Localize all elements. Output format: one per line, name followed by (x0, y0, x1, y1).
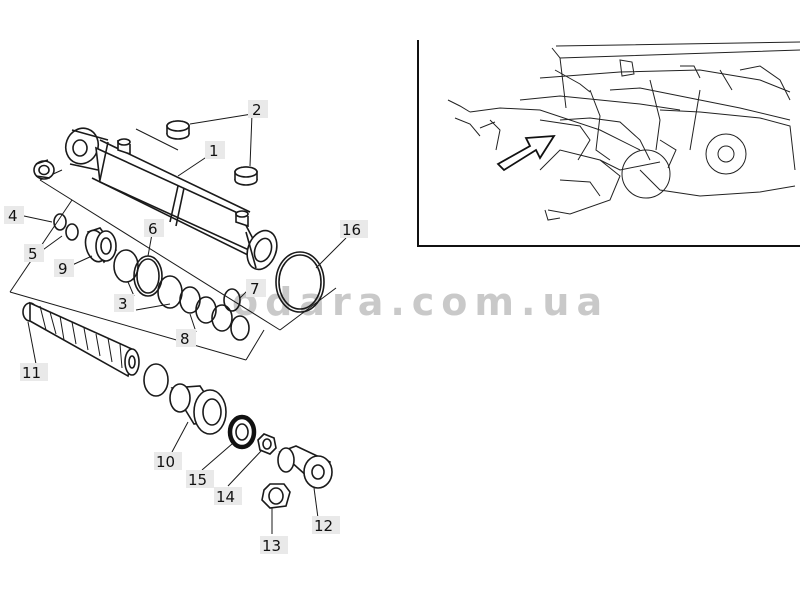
part-8-rings (157, 275, 250, 341)
callout-3: 3 (118, 295, 128, 313)
callout-2: 2 (252, 101, 262, 119)
part-14-nut (257, 433, 277, 455)
callout-9: 9 (58, 260, 68, 278)
callout-4: 4 (8, 207, 18, 225)
callout-16: 16 (342, 221, 361, 239)
location-arrow (496, 134, 556, 172)
part-11-piston-rod (22, 301, 140, 378)
callout-14: 14 (216, 488, 235, 506)
callout-8: 8 (180, 330, 190, 348)
callout-1: 1 (209, 142, 219, 160)
callout-5: 5 (28, 245, 38, 263)
callout-13: 13 (262, 537, 281, 555)
callout-labels: 1 2 3 4 5 6 7 8 9 10 11 12 13 14 15 16 (4, 100, 368, 555)
watermark: odara.com.ua (232, 280, 609, 324)
part-3-ring (113, 249, 139, 283)
part-5-ring (65, 223, 79, 241)
part-10-piston (143, 363, 227, 435)
left-bushing (33, 159, 55, 180)
leader-lines (23, 113, 347, 534)
part-1-cylinder-body (64, 127, 278, 271)
callout-7: 7 (250, 280, 260, 298)
callout-12: 12 (314, 517, 333, 535)
part-12-rod-eye (277, 445, 333, 489)
part-13-bushing (261, 483, 291, 509)
callout-15: 15 (188, 471, 207, 489)
callout-11: 11 (22, 364, 41, 382)
part-4-ring (53, 213, 67, 231)
part-2-caps (166, 120, 258, 186)
part-9-guide-bush (84, 227, 118, 264)
inset-frame (417, 40, 800, 247)
part-16-snap-ring (275, 251, 325, 313)
part-7-ring (223, 288, 241, 312)
callout-10: 10 (156, 453, 175, 471)
harvester-sketch (447, 41, 800, 221)
part-15-seal (227, 414, 257, 450)
location-inset (417, 40, 800, 247)
callout-6: 6 (148, 220, 158, 238)
